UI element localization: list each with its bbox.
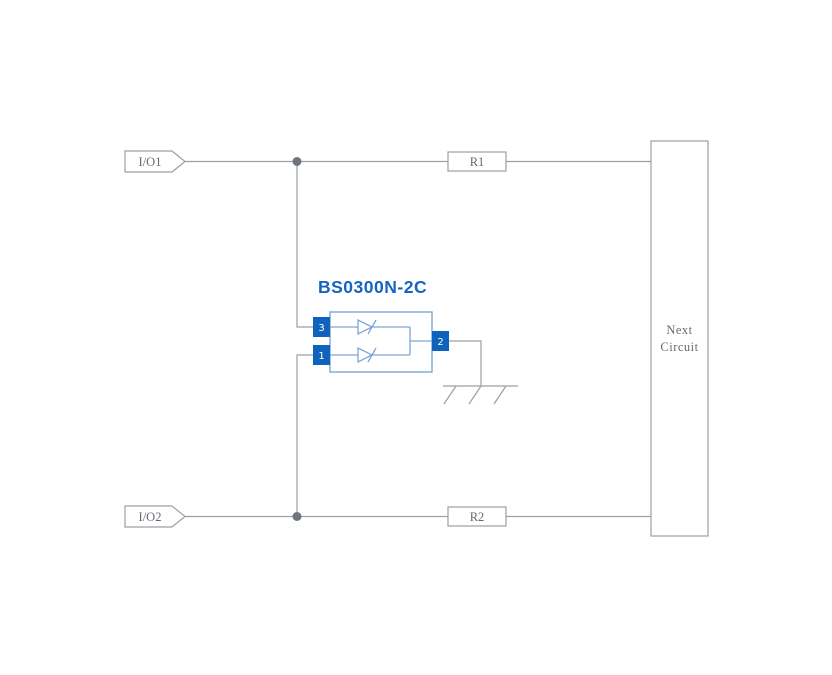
pin-2-number: 2 [437,337,443,348]
tvs-diode-bottom [330,346,410,364]
wire-pin2-to-ground [449,340,482,386]
io2-label: I/O2 [139,510,162,524]
io2-tag: I/O2 [124,505,186,528]
wire-junction-to-pin1 [296,354,313,517]
wire-junction-to-pin3 [296,161,313,328]
r2-label: R2 [470,510,485,524]
pin-1: 1 [313,345,330,365]
resistor-r2-body [447,506,507,527]
tvs-diode-top [330,318,410,336]
resistor-r1-body [447,151,507,172]
r1-label: R1 [470,155,485,169]
pin-2: 2 [432,331,449,351]
io2-tag-shape [124,505,186,528]
pin-2-pad [432,331,449,351]
next-circuit-label-line2: Circuit [660,340,698,354]
component-body [329,311,433,373]
resistor-r1: R1 [447,151,507,172]
io1-label: I/O1 [139,155,162,169]
pin-3-pad [313,317,330,337]
io1-tag: I/O1 [124,150,186,173]
next-circuit-block: Next Circuit [650,140,709,537]
pin-3: 3 [313,317,330,337]
component-title: BS0300N-2C [318,277,427,297]
next-circuit-label-line1: Next [666,323,692,337]
io1-tag-shape [124,150,186,173]
junction-dot-bottom [292,512,302,521]
resistor-r2: R2 [447,506,507,527]
next-circuit-box [650,140,709,537]
pin-1-number: 1 [318,351,324,362]
junction-dot-top [292,157,302,166]
tvs-component: 3 1 2 [313,311,449,373]
pin-3-number: 3 [318,323,324,334]
pin-1-pad [313,345,330,365]
ground-symbol [443,385,518,405]
